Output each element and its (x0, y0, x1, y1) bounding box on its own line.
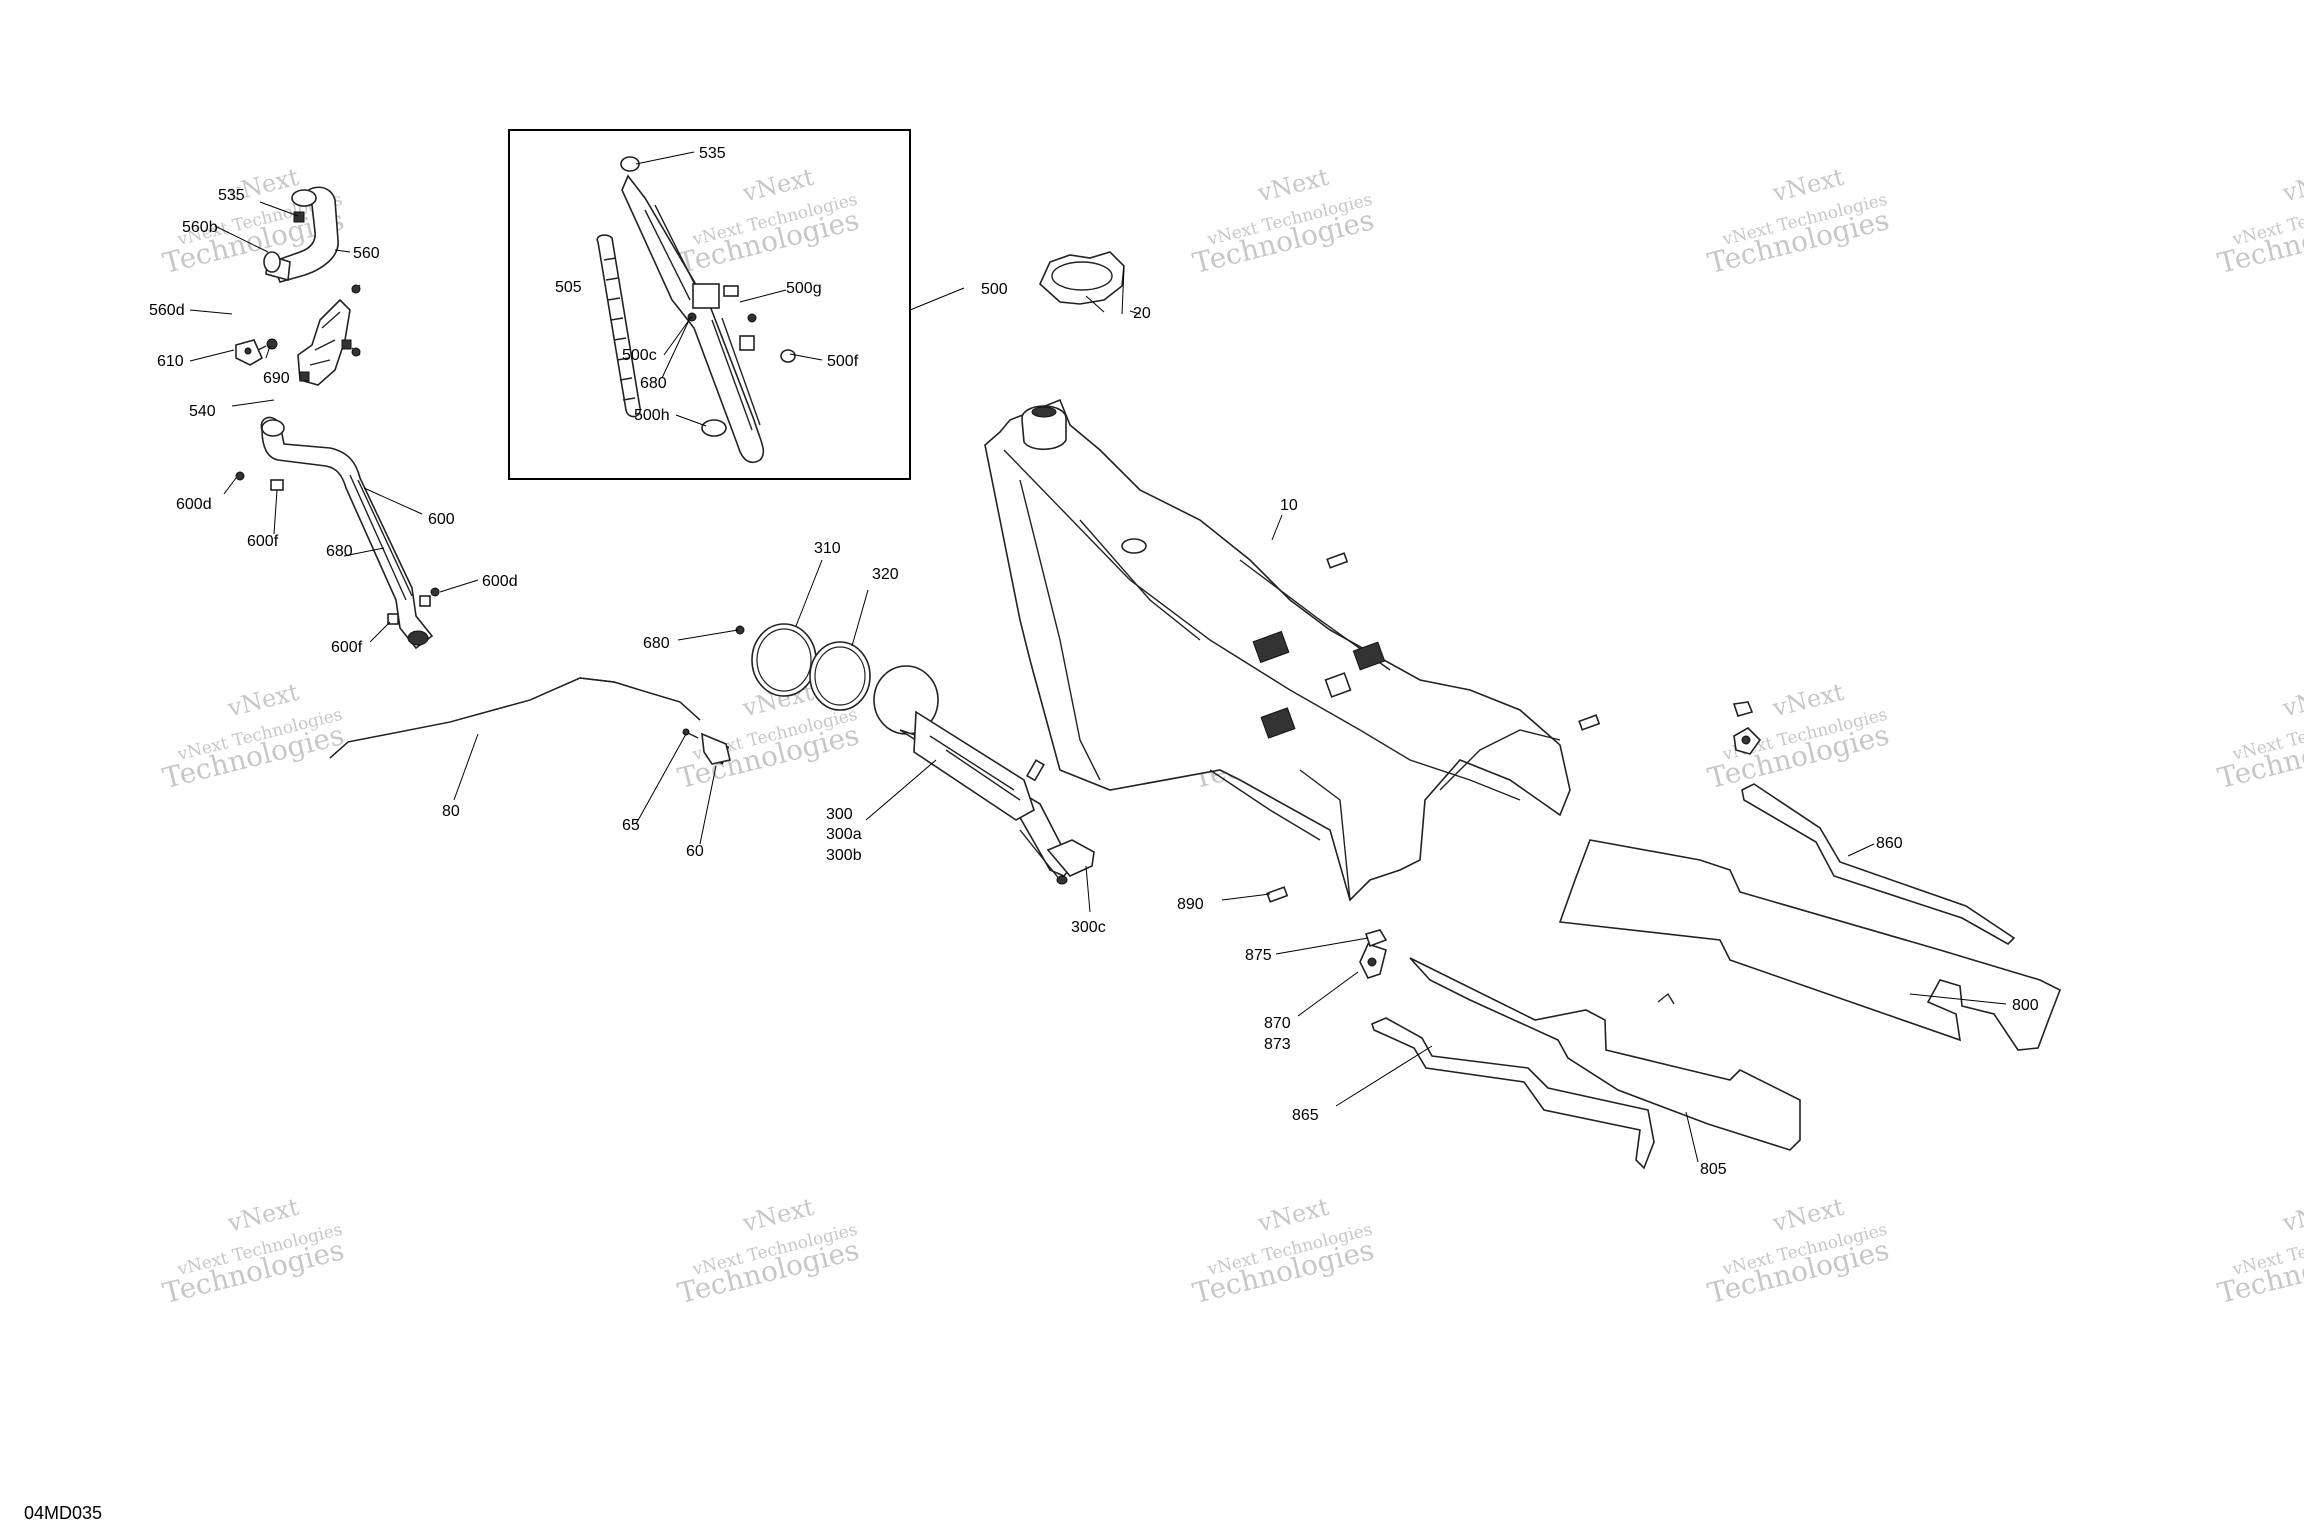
callout-300c: 300c (1071, 919, 1106, 936)
vent-hose-assembly (263, 186, 339, 283)
callout-535: 535 (218, 187, 245, 204)
mounting-bracket (235, 284, 361, 386)
callout-873: 873 (1264, 1036, 1291, 1053)
svg-text:vNext: vNext (1254, 163, 1332, 208)
callout-610: 610 (157, 353, 184, 370)
fuel-line-80 (329, 677, 731, 765)
watermark: vNext vNext Technologies Technologies (1190, 163, 1378, 280)
callout-60: 60 (686, 843, 704, 860)
svg-text:vNext: vNext (224, 678, 302, 723)
callout-560: 560 (353, 245, 380, 262)
callout-505: 505 (555, 279, 582, 296)
callout-540: 540 (189, 403, 216, 420)
watermark: vNext vNext Technologies Technologies (1705, 1193, 1893, 1310)
callout-600d: 600d (176, 496, 212, 513)
watermark: vNext vNext Technologies Technologies (1705, 678, 1893, 795)
drawing-code: 04MD035 (24, 1503, 102, 1523)
callout-300a: 300a (826, 826, 862, 843)
callout-10: 10 (1280, 497, 1298, 514)
callout-310: 310 (814, 540, 841, 557)
watermark: vNext vNext Technologies Technologies (2215, 163, 2304, 280)
fuel-cap (1039, 251, 1125, 305)
callout-80: 80 (442, 803, 460, 820)
svg-text:vNext: vNext (1769, 1193, 1847, 1238)
watermark: vNext vNext Technologies Technologies (160, 678, 348, 795)
heat-shields (1359, 701, 2062, 1170)
watermark: vNext vNext Technologies Technologies (2215, 678, 2304, 795)
fuel-tank (984, 398, 1601, 903)
watermark: vNext vNext Technologies Technologies (1190, 1193, 1378, 1310)
leader-lines (189, 151, 2007, 1163)
callout-690: 690 (263, 370, 290, 387)
callout-labels: 535 560b 560 560d 610 690 540 600d 600f … (149, 145, 2039, 1178)
svg-text:vNext: vNext (2279, 678, 2304, 723)
callout-300b: 300b (826, 847, 862, 864)
svg-text:vNext: vNext (224, 1193, 302, 1238)
watermark: vNext vNext Technologies Technologies (675, 163, 863, 280)
callout-500c: 500c (622, 347, 657, 364)
callout-500f: 500f (827, 353, 859, 370)
callout-870: 870 (1264, 1015, 1291, 1032)
callout-600f: 600f (247, 533, 279, 550)
callout-890: 890 (1177, 896, 1204, 913)
callout-560b: 560b (182, 219, 218, 236)
svg-text:vNext: vNext (2279, 163, 2304, 208)
callout-865: 865 (1292, 1107, 1319, 1124)
watermark: vNext vNext Technologies Technologies (675, 1193, 863, 1310)
fuel-pump-module (873, 665, 1095, 885)
svg-text:vNext: vNext (739, 163, 817, 208)
callout-600: 600 (428, 511, 455, 528)
svg-text:vNext: vNext (1769, 163, 1847, 208)
svg-text:vNext: vNext (2279, 1193, 2304, 1238)
fuel-pump-rings (735, 623, 871, 711)
callout-600f: 600f (331, 639, 363, 656)
callout-800: 800 (2012, 997, 2039, 1014)
callout-860: 860 (1876, 835, 1903, 852)
svg-text:vNext: vNext (739, 1193, 817, 1238)
callout-65: 65 (622, 817, 640, 834)
svg-text:vNext: vNext (1769, 678, 1847, 723)
callout-805: 805 (1700, 1161, 1727, 1178)
callout-560d: 560d (149, 302, 185, 319)
inset-box-500 (508, 129, 911, 480)
callout-680: 680 (643, 635, 670, 652)
callout-875: 875 (1245, 947, 1272, 964)
fuel-hose-600 (235, 416, 440, 650)
svg-text:vNext: vNext (1254, 1193, 1332, 1238)
callout-20: 20 (1133, 305, 1151, 322)
callout-500: 500 (981, 281, 1008, 298)
callout-300: 300 (826, 806, 853, 823)
watermark: vNext vNext Technologies Technologies (160, 1193, 348, 1310)
watermark: vNext vNext Technologies Technologies (1705, 163, 1893, 280)
callout-500g: 500g (786, 280, 822, 297)
callout-535: 535 (699, 145, 726, 162)
callout-600d: 600d (482, 573, 518, 590)
watermark: vNext vNext Technologies Technologies (2215, 1193, 2304, 1310)
callout-680: 680 (640, 375, 667, 392)
callout-320: 320 (872, 566, 899, 583)
callout-680: 680 (326, 543, 353, 560)
callout-500h: 500h (634, 407, 670, 424)
